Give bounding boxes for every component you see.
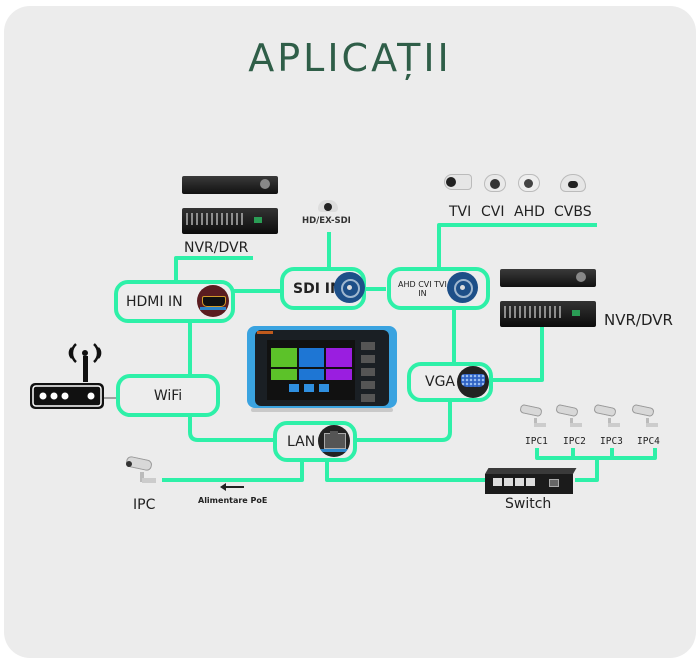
camera-label-tvi: TVI [449, 204, 472, 220]
vga-label: VGA [425, 374, 456, 390]
line-lan-ipc [162, 460, 304, 482]
network-switch-icon [485, 468, 577, 494]
vga-port-icon [457, 366, 489, 398]
ipc4-label: IPC4 [637, 436, 660, 447]
line-nvr-hdmi [174, 256, 253, 290]
bullet-camera-icon [444, 174, 472, 190]
switch-label: Switch [505, 496, 552, 512]
page-title: APLICAȚII [248, 36, 452, 80]
analog-cameras [440, 170, 600, 220]
camera-label-cvbs: CVBS [554, 204, 592, 220]
bnc-port-icon [334, 272, 365, 303]
wifi-signal-icon [30, 343, 104, 409]
nvr-dvr-recorder-icon [182, 176, 278, 234]
line-nvr-vga [492, 326, 544, 382]
ipc2-label: IPC2 [563, 436, 586, 447]
wifi-node[interactable]: WiFi [116, 374, 220, 417]
ip-camera-icon [631, 403, 660, 430]
line-vga-lan [355, 400, 452, 442]
turret-camera-icon [560, 174, 586, 192]
ipc1-label: IPC1 [525, 436, 548, 447]
analog-in-label-line1: AHD CVI TVI [398, 279, 447, 289]
arrow-left-icon [220, 483, 244, 491]
line-lan-switch [325, 460, 488, 482]
lan-label: LAN [287, 433, 316, 450]
hdmi-in-label: HDMI IN [126, 293, 183, 310]
nvr-dvr-right-label: NVR/DVR [604, 311, 673, 329]
ipc-label: IPC [133, 497, 156, 513]
dome-camera-icon [518, 174, 540, 192]
device-screen [267, 340, 355, 400]
ip-camera-icon [593, 403, 622, 430]
ip-camera-icon [125, 455, 162, 486]
ip-camera-icon [555, 403, 584, 430]
ipc3-label: IPC3 [600, 436, 623, 447]
nvr-dvr-recorder-icon [500, 269, 596, 327]
camera-label-cvi: CVI [481, 204, 505, 220]
bnc-port-icon [447, 272, 478, 303]
sdi-camera-label: HD/EX-SDI [302, 216, 351, 226]
rj45-port-icon [318, 425, 350, 457]
dome-camera-icon [484, 174, 506, 192]
ipc-cameras [518, 403, 668, 434]
sdi-in-label: SDI IN [293, 280, 342, 297]
line-switch-ipcs [575, 458, 599, 482]
analog-in-label: AHD CVI TVI IN [398, 280, 447, 298]
hdmi-port-icon [197, 285, 229, 317]
nvr-dvr-left-label: NVR/DVR [184, 240, 249, 256]
analog-in-label-line2: IN [418, 288, 427, 298]
line-ipcs-bus [535, 448, 657, 460]
line-cams-analog [437, 223, 597, 268]
wifi-router-icon [28, 336, 106, 412]
dome-camera-icon [318, 200, 338, 212]
wifi-label: WiFi [153, 387, 183, 404]
line-wifi-lan [188, 415, 274, 442]
ip-camera-icon [519, 403, 548, 430]
cctv-tester-device-icon[interactable] [247, 322, 397, 417]
camera-label-ahd: AHD [514, 204, 545, 220]
poe-label: Alimentare PoE [198, 496, 268, 505]
